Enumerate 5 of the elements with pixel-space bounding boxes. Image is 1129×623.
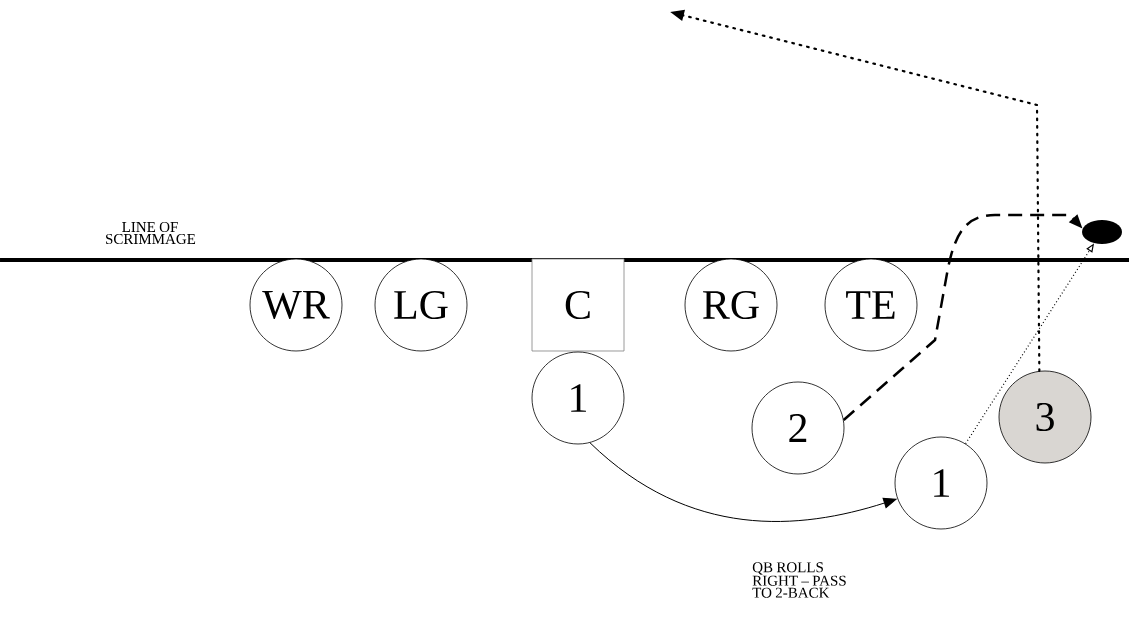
route-arrow — [589, 442, 897, 522]
note-text: QB ROLLS RIGHT – PASS TO 2-BACK — [752, 562, 846, 598]
center-box: C — [531, 258, 625, 352]
ball — [1082, 220, 1122, 244]
note-text: LINE OF SCRIMMAGE — [106, 221, 196, 245]
